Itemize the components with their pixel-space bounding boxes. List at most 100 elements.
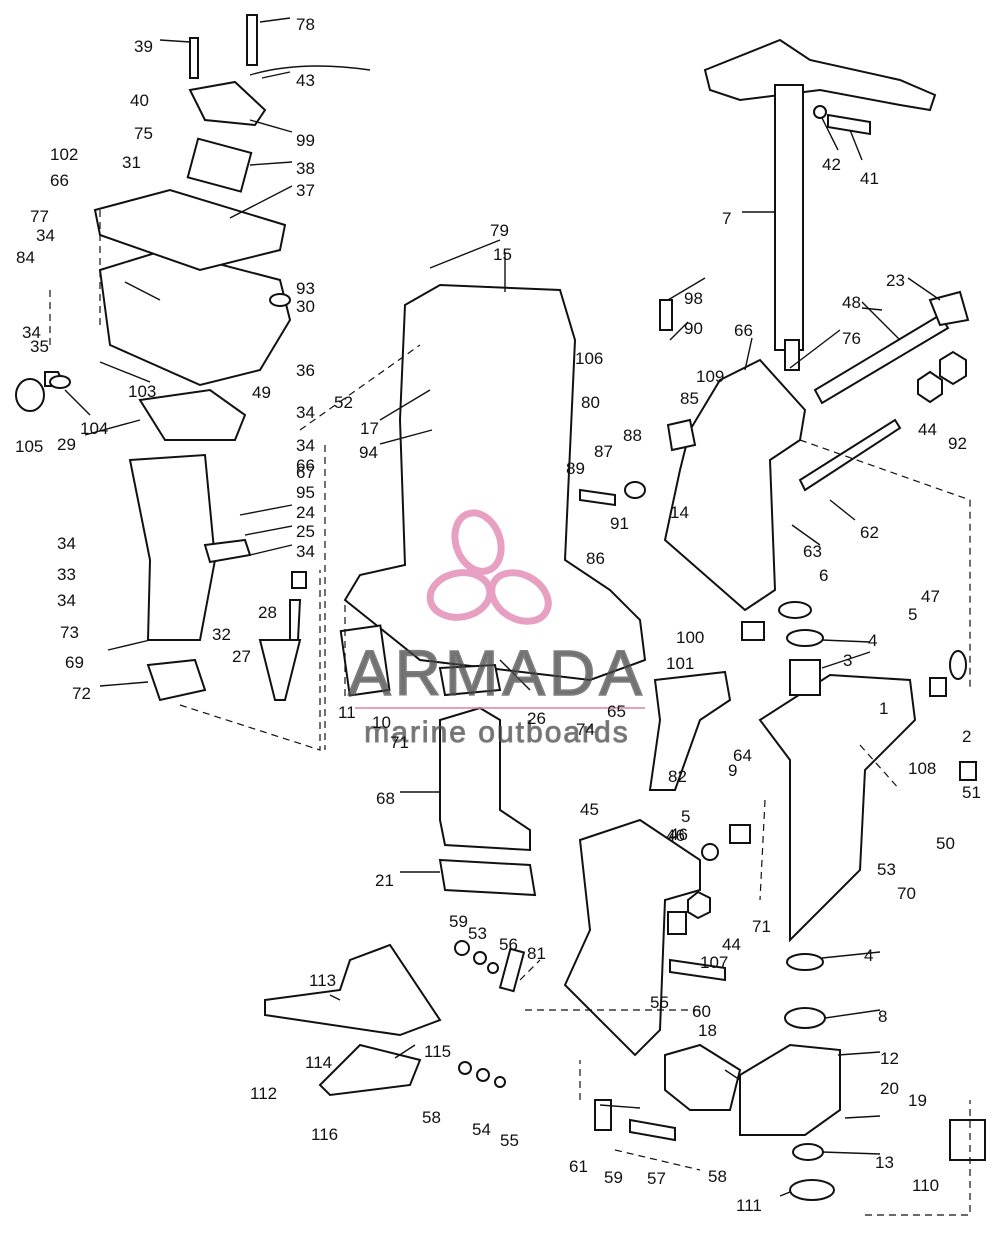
part-number-113: 113 (309, 971, 336, 990)
part-number-92: 92 (948, 434, 967, 453)
part-number-51: 51 (962, 783, 981, 802)
part-number-34-5: 34 (22, 323, 41, 342)
part-number-74: 74 (576, 720, 595, 739)
part-number-87: 87 (594, 442, 613, 461)
part-number-99: 99 (296, 131, 315, 150)
part-number-66-2: 66 (50, 171, 69, 190)
part-number-72: 72 (72, 684, 91, 703)
part-number-10: 10 (372, 713, 391, 732)
part-number-37: 37 (296, 181, 315, 200)
part-number-53: 53 (877, 860, 896, 879)
part-number-14: 14 (670, 503, 689, 522)
part-number-15: 15 (493, 245, 512, 264)
part-number-59: 59 (449, 912, 468, 931)
part-number-5: 5 (908, 605, 917, 624)
part-number-100: 100 (676, 628, 704, 647)
leader-lines (64, 17, 941, 1197)
part-number-49: 49 (252, 383, 271, 402)
part-number-45: 45 (580, 800, 599, 819)
part-number-88: 88 (623, 426, 642, 445)
part-number-110: 110 (912, 1176, 939, 1195)
part-number-44-2: 44 (722, 935, 741, 954)
part-number-46-2: 46 (669, 825, 688, 844)
part-number-34-3: 34 (57, 591, 76, 610)
part-number-54: 54 (472, 1120, 491, 1139)
part-number-32: 32 (212, 625, 231, 644)
part-number-28: 28 (258, 603, 277, 622)
part-number-61: 61 (569, 1157, 588, 1176)
part-number-86: 86 (586, 549, 605, 568)
part-number-76: 76 (842, 329, 861, 348)
part-number-2: 2 (962, 727, 971, 746)
part-number-55-2: 55 (500, 1131, 519, 1150)
part-number-41: 41 (860, 169, 879, 188)
part-number-26: 26 (527, 709, 546, 728)
part-number-6: 6 (819, 566, 828, 585)
part-number-104: 104 (80, 419, 108, 438)
part-number-5-2: 5 (681, 807, 690, 826)
part-number-66-3: 66 (296, 456, 315, 475)
part-number-106: 106 (575, 349, 603, 368)
part-number-89: 89 (566, 459, 585, 478)
part-number-101: 101 (666, 654, 694, 673)
part-number-27: 27 (232, 647, 251, 666)
part-number-78: 78 (296, 15, 315, 34)
part-number-90: 90 (684, 319, 703, 338)
part-number-115: 115 (424, 1042, 451, 1061)
part-number-59-2: 59 (604, 1168, 623, 1187)
part-number-33: 33 (57, 565, 76, 584)
part-number-93: 93 (296, 279, 315, 298)
part-number-12: 12 (880, 1049, 899, 1068)
part-number-52: 52 (334, 393, 353, 412)
part-number-65: 65 (607, 702, 626, 721)
part-number-73: 73 (60, 623, 79, 642)
part-number-9: 9 (728, 761, 737, 780)
part-number-108: 108 (908, 759, 936, 778)
part-number-4: 4 (868, 631, 877, 650)
part-number-1: 1 (879, 699, 888, 718)
part-number-34-6: 34 (296, 436, 315, 455)
part-number-71-2: 71 (390, 733, 409, 752)
part-number-48: 48 (842, 293, 861, 312)
part-number-34-4: 34 (36, 226, 55, 245)
part-labels: 1234455678910111213141517181920212324252… (15, 15, 981, 1215)
part-number-50: 50 (936, 834, 955, 853)
part-number-3: 3 (843, 651, 852, 670)
part-number-23: 23 (886, 271, 905, 290)
part-number-75: 75 (134, 124, 153, 143)
part-number-46: 46 (666, 826, 685, 845)
assembly-lines (49, 210, 971, 1216)
part-number-25: 25 (296, 522, 315, 541)
part-number-42: 42 (822, 155, 841, 174)
part-number-19: 19 (908, 1091, 927, 1110)
part-number-80: 80 (581, 393, 600, 412)
part-number-20: 20 (880, 1079, 899, 1098)
part-number-114: 114 (305, 1053, 332, 1072)
part-number-35: 35 (30, 337, 49, 356)
part-number-85: 85 (680, 389, 699, 408)
part-number-79: 79 (490, 221, 509, 240)
part-number-82: 82 (668, 767, 687, 786)
part-number-11: 11 (338, 703, 356, 722)
part-number-112: 112 (250, 1084, 277, 1103)
watermark-tagline: marine outboards (364, 716, 629, 749)
part-number-81: 81 (527, 944, 546, 963)
part-number-38: 38 (296, 159, 315, 178)
part-number-63: 63 (803, 542, 822, 561)
part-number-7: 7 (722, 209, 731, 228)
part-number-47: 47 (921, 587, 940, 606)
part-number-67: 67 (296, 463, 315, 482)
part-number-103: 103 (128, 382, 156, 401)
part-number-107: 107 (700, 953, 728, 972)
part-number-58-2: 58 (422, 1108, 441, 1127)
part-number-70: 70 (897, 884, 916, 903)
part-number-64: 64 (733, 746, 752, 765)
part-number-43: 43 (296, 71, 315, 90)
part-number-60: 60 (692, 1002, 711, 1021)
part-number-68: 68 (376, 789, 395, 808)
part-number-31: 31 (122, 153, 141, 172)
part-number-109: 109 (696, 367, 724, 386)
part-number-66: 66 (734, 321, 753, 340)
part-number-102: 102 (50, 145, 78, 164)
